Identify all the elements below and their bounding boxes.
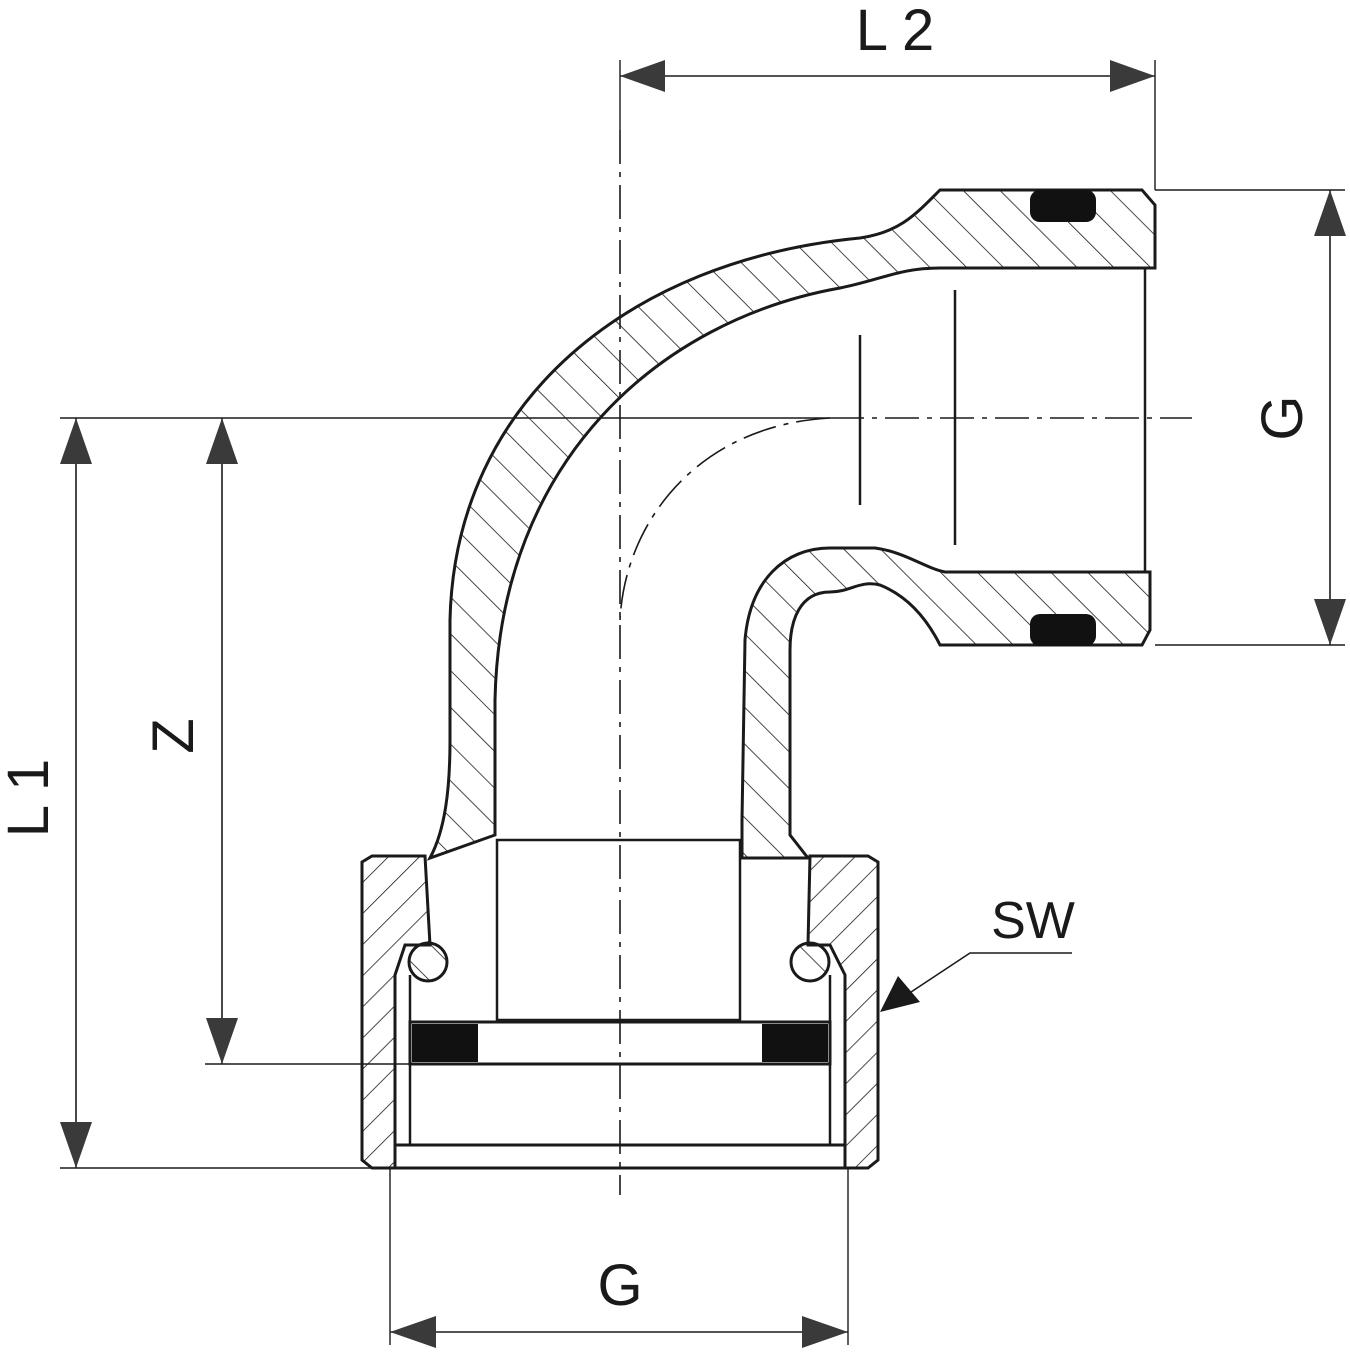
label-g-right: G [1250,395,1315,440]
seal-top-right [1030,190,1096,222]
dimension-l2 [620,60,1155,92]
retaining-ring-left [407,941,449,983]
label-sw: SW [991,892,1075,950]
elbow-wall [426,188,1157,861]
retaining-ring-right [789,941,831,983]
dimension-g-right [1314,190,1346,645]
dimension-g-bottom [390,1316,848,1348]
sw-leader [880,952,1072,1012]
union-nut [360,854,880,1170]
label-l2: L 2 [856,0,934,63]
dimension-z [206,418,238,1064]
center-lines [619,130,1192,1195]
label-z: Z [141,718,206,753]
bore-lines [495,268,1147,1022]
extension-lines [60,60,1345,1345]
label-l1: L 1 [0,759,61,837]
label-g-bottom: G [597,1253,642,1318]
seal-bottom-right [1030,614,1096,646]
dimension-l1 [60,418,92,1168]
